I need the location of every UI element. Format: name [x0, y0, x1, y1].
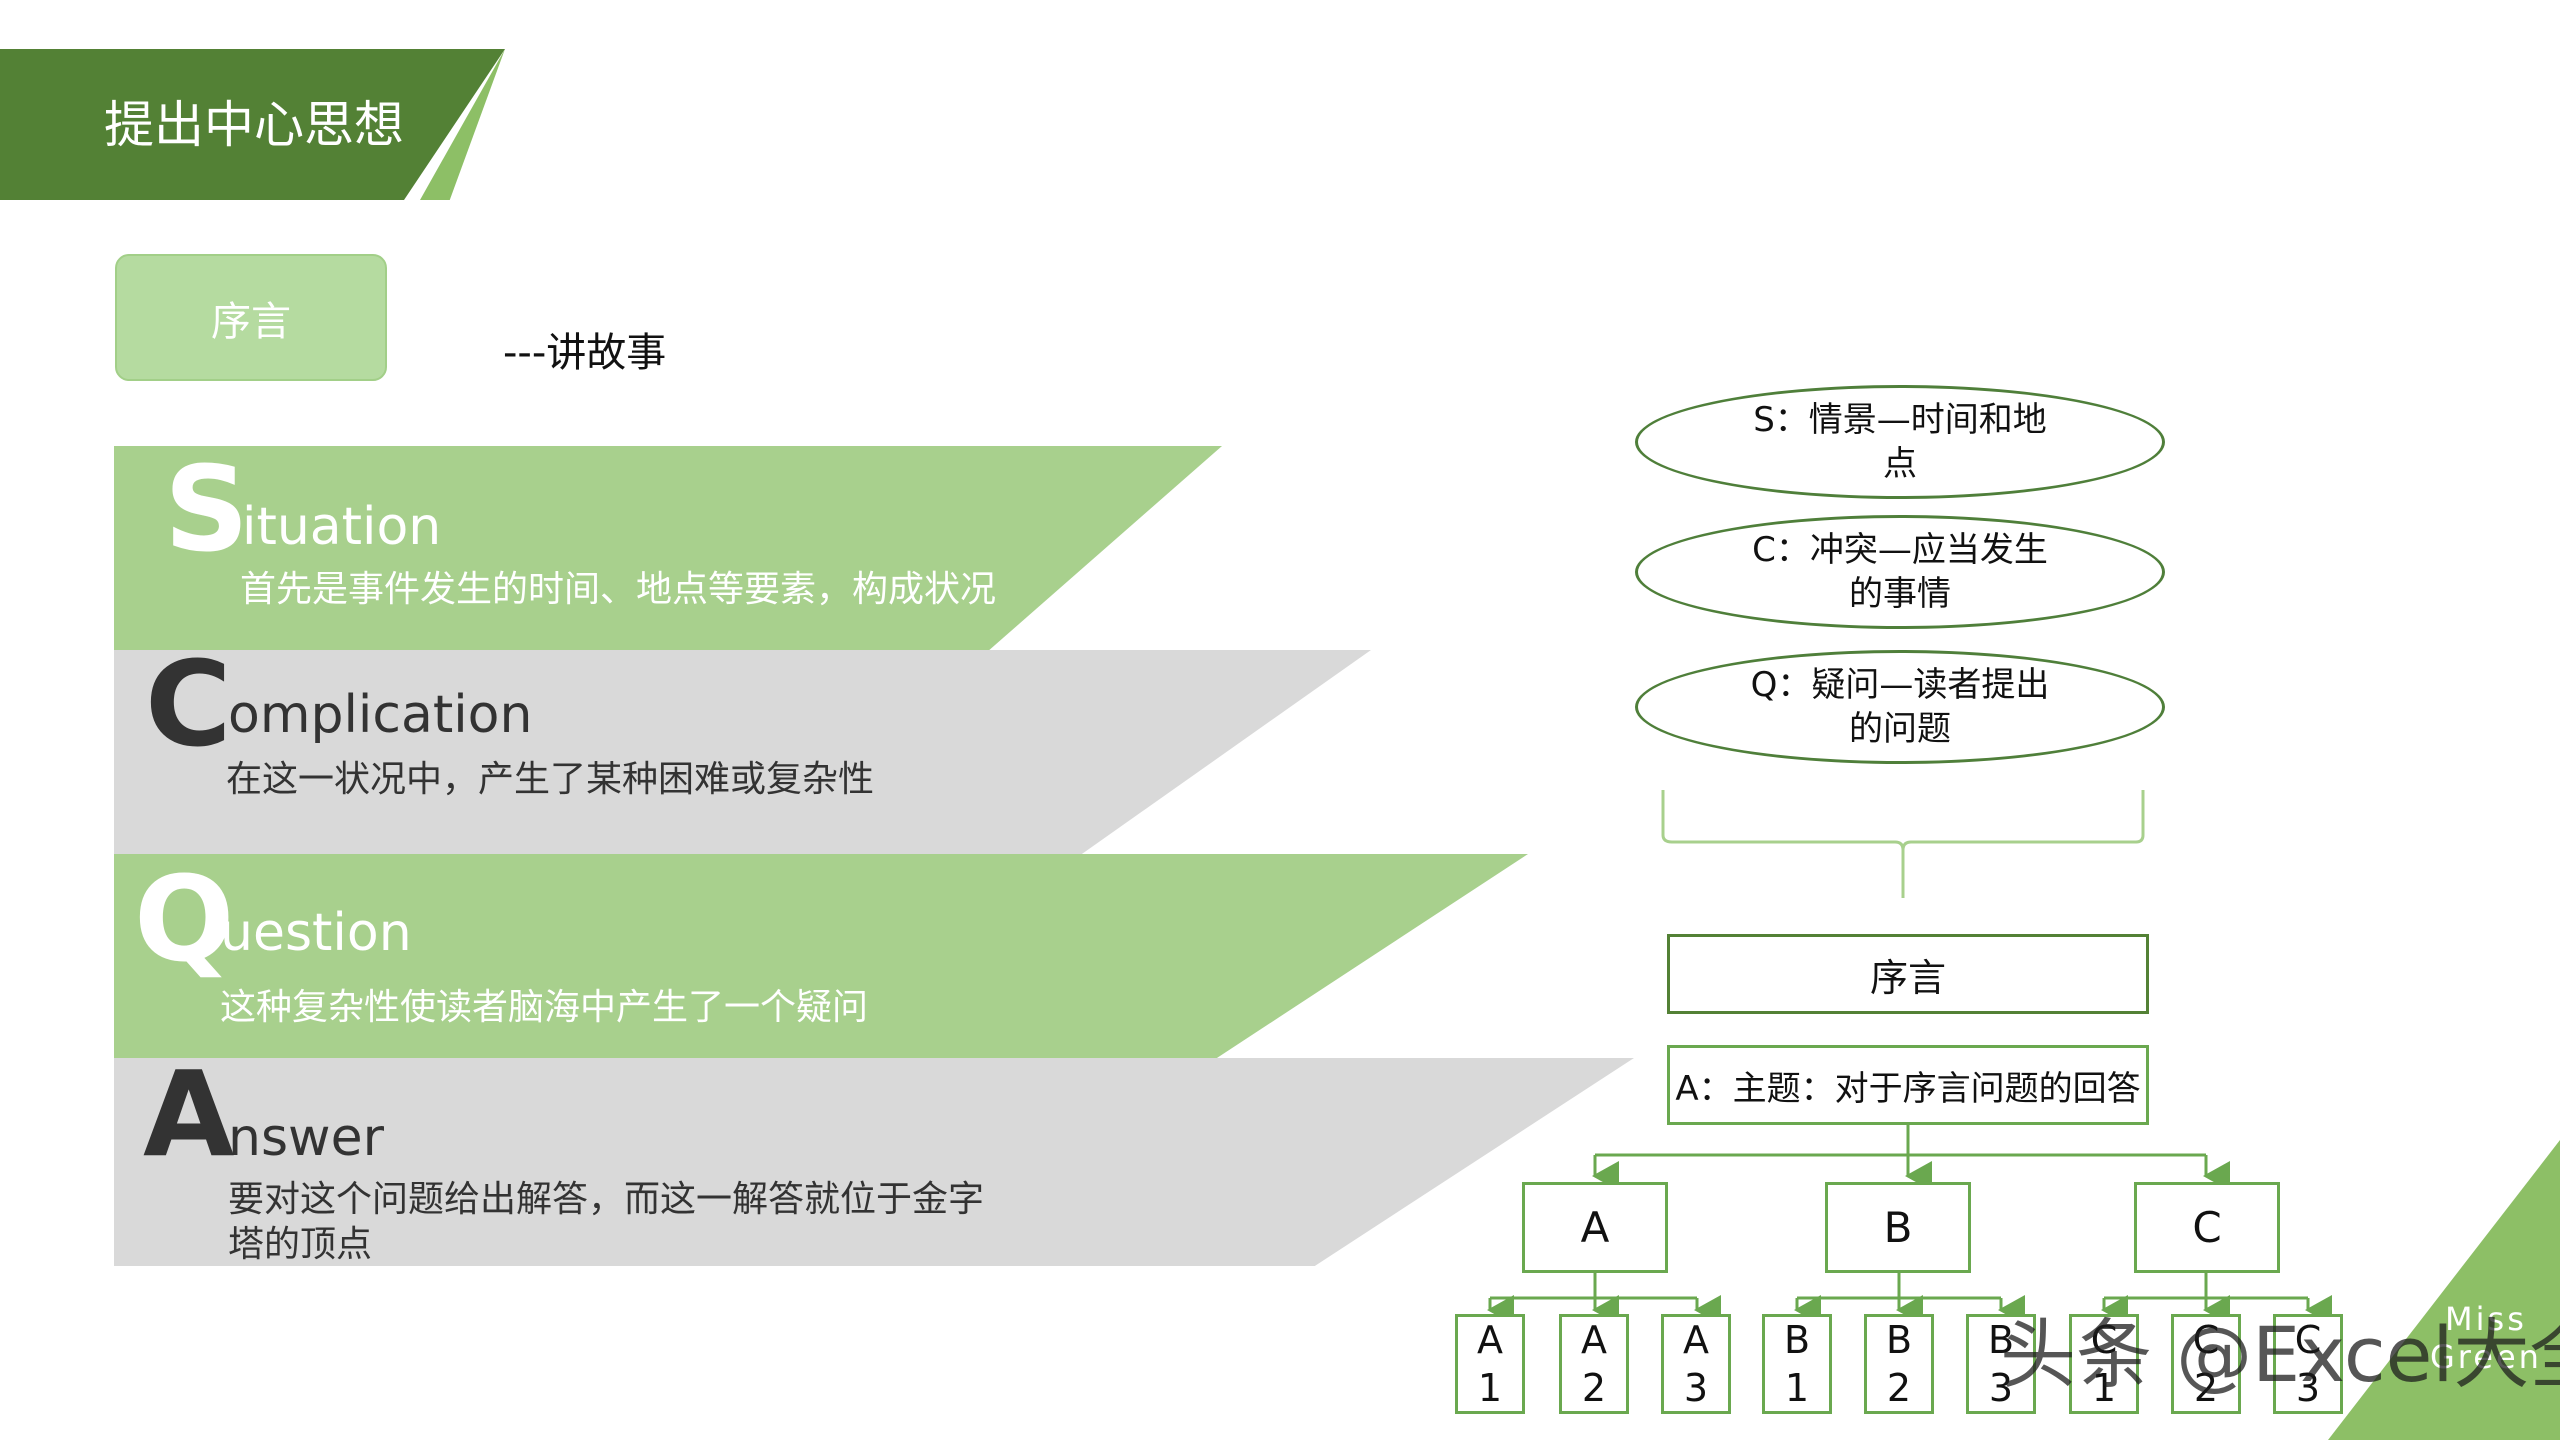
oval-situation-line1: S：情景—时间和地 — [1753, 400, 2047, 440]
situation-letter: S — [164, 440, 249, 578]
answer-letter: A — [143, 1045, 235, 1183]
oval-question: Q：疑问—读者提出的问题 — [1635, 650, 2165, 764]
tree-node-b: B — [1825, 1182, 1971, 1273]
oval-complication: C：冲突—应当发生的事情 — [1635, 515, 2165, 629]
subtitle: ---讲故事 — [503, 330, 667, 376]
oval-question-line2: 的问题 — [1848, 709, 1951, 749]
answer-desc-line2: 塔的顶点 — [228, 1224, 373, 1265]
situation-desc: 首先是事件发生的时间、地点等要素，构成状况 — [240, 569, 997, 610]
tree-theme-box: A：主题：对于序言问题的回答 — [1667, 1045, 2149, 1125]
preface-pill: 序言 — [115, 254, 387, 381]
answer-desc-line1: 要对这个问题给出解答，而这一解答就位于金字 — [228, 1179, 985, 1220]
oval-complication-line2: 的事情 — [1849, 574, 1951, 614]
question-desc: 这种复杂性使读者脑海中产生了一个疑问 — [220, 987, 869, 1028]
oval-complication-line1: C：冲突—应当发生 — [1752, 530, 2048, 570]
complication-desc: 在这一状况中，产生了某种困难或复杂性 — [226, 759, 875, 800]
tree-node-c: C — [2134, 1182, 2280, 1273]
question-letter: Q — [134, 850, 235, 988]
tree-preface-box: 序言 — [1667, 934, 2149, 1014]
complication-word: omplication — [228, 685, 533, 745]
tree-node-a: A — [1522, 1182, 1668, 1273]
brace — [1661, 790, 2145, 898]
page-title: 提出中心思想 — [104, 96, 404, 154]
oval-situation-line2: 点 — [1883, 444, 1917, 484]
complication-letter: C — [145, 635, 232, 773]
watermark: 头条 @Excel大全 — [2000, 1310, 2560, 1399]
situation-word: ituation — [242, 497, 442, 557]
question-word: uestion — [220, 903, 412, 963]
oval-question-line1: Q：疑问—读者提出 — [1750, 665, 2050, 705]
answer-word: nswer — [228, 1108, 384, 1168]
oval-situation: S：情景—时间和地点 — [1635, 385, 2165, 499]
